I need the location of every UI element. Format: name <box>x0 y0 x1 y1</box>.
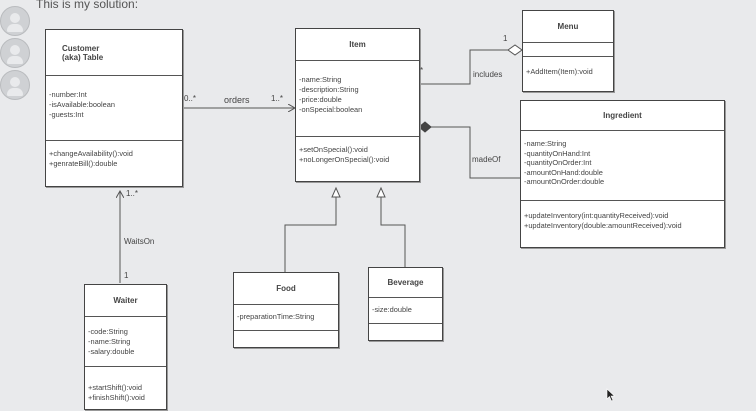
attribute: -guests:Int <box>49 110 84 119</box>
madeof-label: madeOf <box>472 155 501 164</box>
attribute: -name:String <box>524 139 567 148</box>
waiter-operations: +startShift():void +finishShift():void <box>85 367 166 407</box>
customer-attributes: -number:Int -isAvailable:boolean -guests… <box>46 76 182 141</box>
class-name: Menu <box>557 22 579 31</box>
attribute: -name:String <box>299 75 342 84</box>
beverage-attributes: -size:double <box>369 298 442 324</box>
includes-association-line <box>419 49 508 85</box>
waiter-class-name: Waiter <box>85 285 166 317</box>
beverage-class[interactable]: Beverage -size:double <box>368 267 443 341</box>
operation: +finishShift():void <box>88 393 145 402</box>
customer-class[interactable]: Customer (aka) Table -number:Int -isAvai… <box>45 29 183 187</box>
beverage-generalization-line <box>380 197 406 267</box>
menu-operations: +AddItem(Item):void <box>523 57 613 81</box>
attribute: -name:String <box>88 337 131 346</box>
attribute: -quantityOnOrder:Int <box>524 158 592 167</box>
customer-class-name: Customer (aka) Table <box>46 30 182 76</box>
class-name: Item <box>349 40 366 49</box>
attribute: -amountOnOrder:double <box>524 177 605 186</box>
operation: +setOnSpecial():void <box>299 145 368 154</box>
ingredient-attributes: -name:String -quantityOnHand:Int -quanti… <box>521 131 724 201</box>
class-name-line: Customer <box>62 43 100 53</box>
attribute: -number:Int <box>49 90 87 99</box>
avatar[interactable] <box>0 6 30 36</box>
orders-mult-customer: 0..* <box>184 94 197 103</box>
class-name: Waiter <box>113 296 138 305</box>
ingredient-operations: +updateInventory(int:quantityReceived):v… <box>521 201 724 235</box>
ingredient-class[interactable]: Ingredient -name:String -quantityOnHand:… <box>520 100 725 248</box>
operation: +genrateBill():double <box>49 159 118 168</box>
class-name: Food <box>276 284 296 293</box>
operation: +startShift():void <box>88 383 143 392</box>
aggregation-diamond <box>507 44 523 56</box>
food-class[interactable]: Food -preparationTime:String <box>233 272 339 348</box>
attribute: -size:double <box>372 305 412 314</box>
item-attributes: -name:String -description:String -price:… <box>296 61 419 137</box>
mouse-pointer-icon <box>606 388 616 402</box>
beverage-class-name: Beverage <box>369 268 442 298</box>
class-name: Ingredient <box>603 111 642 120</box>
item-class[interactable]: Item -name:String -description:String -p… <box>295 28 420 182</box>
waitson-mult-customer: 1..* <box>126 189 139 198</box>
item-operations: +setOnSpecial():void +noLongerOnSpecial(… <box>296 137 419 169</box>
madeof-association-line <box>431 126 520 179</box>
avatar[interactable] <box>0 38 30 68</box>
attribute: -salary:double <box>88 347 135 356</box>
customer-operations: +changeAvailability():void +genrateBill(… <box>46 141 182 173</box>
composition-diamond <box>418 121 432 133</box>
waitson-mult-waiter: 1 <box>124 271 129 280</box>
class-name: Beverage <box>387 278 424 287</box>
attribute: -code:String <box>88 327 128 336</box>
operation: +noLongerOnSpecial():void <box>299 155 390 164</box>
attribute: -onSpecial:boolean <box>299 105 363 114</box>
waiter-class[interactable]: Waiter -code:String -name:String -salary… <box>84 284 167 410</box>
orders-label: orders <box>224 95 250 105</box>
attribute: -quantityOnHand:Int <box>524 148 591 158</box>
page-heading: This is my solution: <box>36 0 139 11</box>
operation: +AddItem(Item):void <box>526 67 593 76</box>
food-generalization-arrowhead <box>331 186 341 198</box>
beverage-generalization-arrowhead <box>376 186 386 198</box>
waitson-label: WaitsOn <box>124 237 155 246</box>
menu-class-name: Menu <box>523 11 613 43</box>
food-attributes: -preparationTime:String <box>234 305 338 331</box>
includes-mult-menu: 1 <box>503 34 508 43</box>
waiter-attributes: -code:String -name:String -salary:double <box>85 317 166 367</box>
avatar[interactable] <box>0 70 30 100</box>
food-generalization-line <box>284 197 337 272</box>
includes-mult-item: * <box>420 66 424 75</box>
orders-mult-item: 1..* <box>271 94 284 103</box>
class-name-line: (aka) Table <box>62 52 104 62</box>
menu-class[interactable]: Menu +AddItem(Item):void <box>522 10 614 92</box>
attribute: -preparationTime:String <box>237 312 315 321</box>
operation: +updateInventory(int:quantityReceived):v… <box>524 211 669 220</box>
attribute: -isAvailable:boolean <box>49 100 116 109</box>
operation: +updateInventory(double:amountReceived):… <box>524 221 682 230</box>
attribute: -price:double <box>299 95 342 104</box>
ingredient-class-name: Ingredient <box>521 101 724 131</box>
includes-label: includes <box>473 70 503 79</box>
operation: +changeAvailability():void <box>49 149 133 158</box>
attribute: -amountOnHand:double <box>524 167 603 177</box>
food-class-name: Food <box>234 273 338 305</box>
item-class-name: Item <box>296 29 419 61</box>
menu-attributes <box>523 43 613 57</box>
attribute: -description:String <box>299 85 359 94</box>
